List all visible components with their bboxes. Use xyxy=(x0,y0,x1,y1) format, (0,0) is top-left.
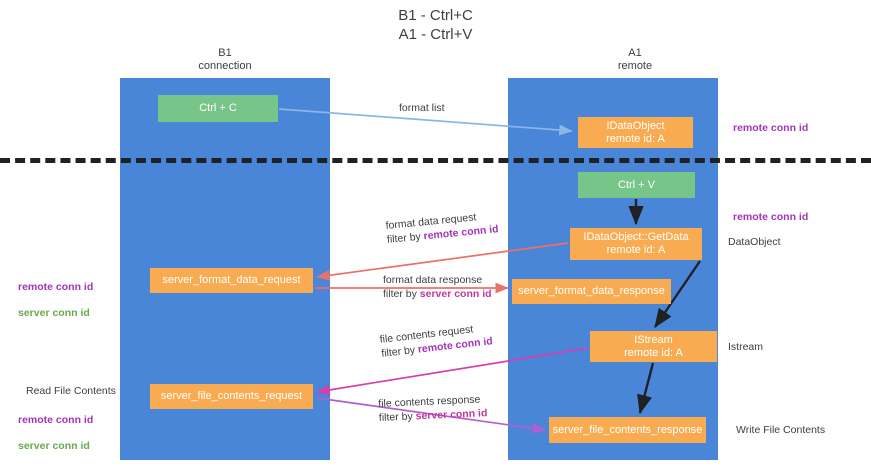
filter-prefix: filter by xyxy=(380,343,419,360)
filter-value-server-conn-id: server conn id xyxy=(419,288,492,300)
node-ctrl-c[interactable]: Ctrl + C xyxy=(158,95,278,122)
annotation-remote-conn-id-top: remote conn id xyxy=(733,122,809,134)
column-header-b1: B1 connection xyxy=(198,47,252,72)
annotation-dataobject: DataObject xyxy=(728,236,781,248)
edge-label-file-contents-response: file contents response filter by server … xyxy=(378,392,488,425)
filter-prefix: filter by xyxy=(378,410,416,424)
annotation-left-server-conn-id-2: server conn id xyxy=(18,440,90,452)
node-server-file-contents-response[interactable]: server_file_contents_response xyxy=(549,417,706,443)
annotation-istream: Istream xyxy=(728,341,764,353)
node-server-format-data-request[interactable]: server_format_data_request xyxy=(150,268,313,293)
annotation-left-remote-conn-id: remote conn id xyxy=(18,281,94,293)
filter-value-server-conn-id: server conn id xyxy=(415,407,488,423)
annotation-read-file-contents: Read File Contents xyxy=(26,385,116,397)
annotation-left-conn-ids-2: remote conn id server conn id xyxy=(18,401,93,466)
edge-label-format-data-response-line2: filter by server conn id xyxy=(383,287,492,301)
annotation-left-conn-ids: remote conn id server conn id xyxy=(18,268,93,333)
edge-label-format-list: format list xyxy=(399,102,445,114)
edge-label-format-data-request: format data request filter by remote con… xyxy=(385,208,499,247)
edge-label-format-data-response: format data response filter by server co… xyxy=(383,273,492,301)
edge-label-format-data-response-line1: format data response xyxy=(383,274,483,286)
filter-prefix: filter by xyxy=(386,230,425,246)
annotation-remote-conn-id-mid: remote conn id xyxy=(733,211,809,223)
node-server-file-contents-request[interactable]: server_file_contents_request xyxy=(150,384,313,409)
annotation-write-file-contents: Write File Contents xyxy=(736,424,826,436)
node-ctrl-v[interactable]: Ctrl + V xyxy=(578,172,695,198)
node-server-format-data-response[interactable]: server_format_data_response xyxy=(512,279,671,304)
node-idataobject[interactable]: IDataObject remote id: A xyxy=(578,117,693,148)
annotation-left-remote-conn-id-2: remote conn id xyxy=(18,414,94,426)
page-title: B1 - Ctrl+C A1 - Ctrl+V xyxy=(398,7,473,43)
machine-boundary-divider xyxy=(0,158,871,163)
edge-label-file-contents-request: file contents request filter by remote c… xyxy=(379,320,493,361)
node-idataobject-getdata[interactable]: IDataObject::GetData remote id: A xyxy=(570,228,702,260)
column-header-a1: A1 remote xyxy=(617,47,653,72)
filter-prefix: filter by xyxy=(383,288,420,300)
annotation-left-server-conn-id: server conn id xyxy=(18,307,90,319)
node-istream[interactable]: IStream remote id: A xyxy=(590,331,717,362)
